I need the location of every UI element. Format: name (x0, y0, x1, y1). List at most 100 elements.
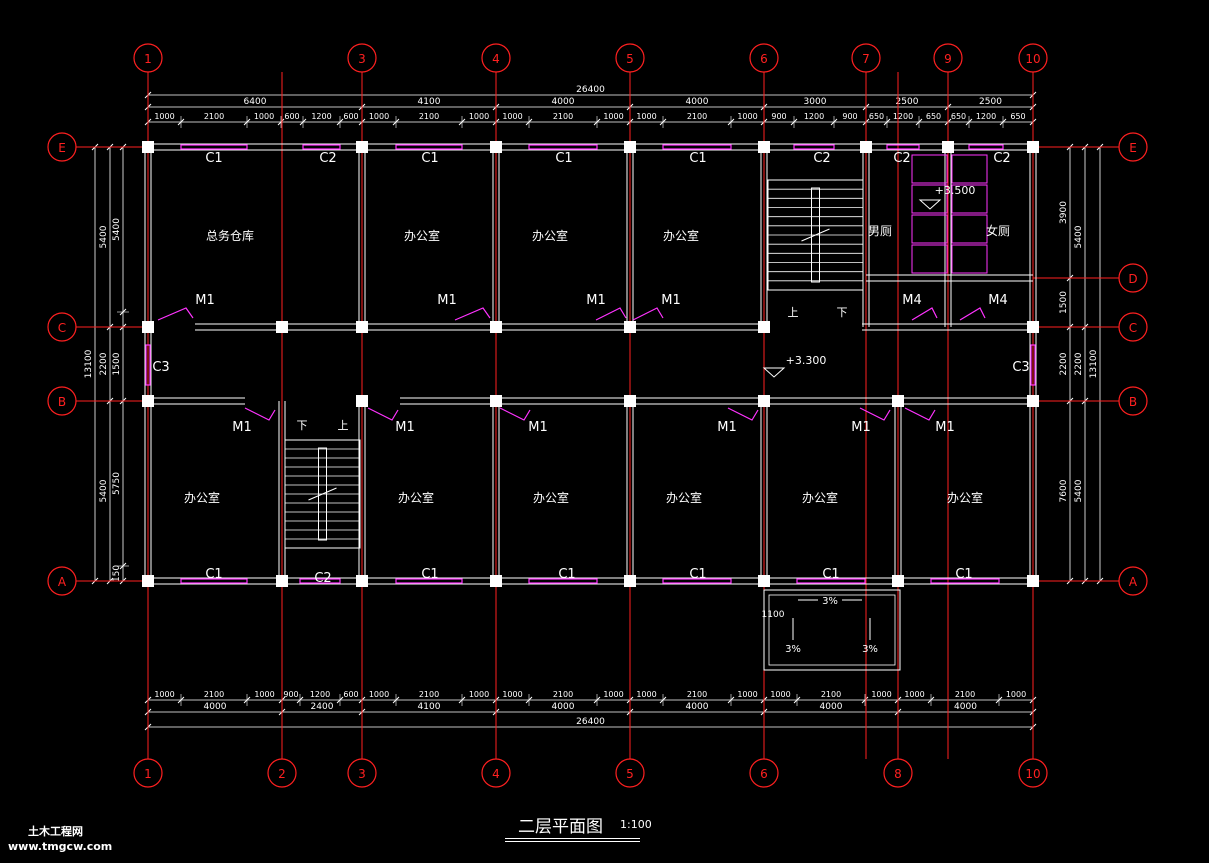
dim-top-detail-text: 650 (926, 112, 941, 121)
column (1027, 395, 1039, 407)
column (490, 321, 502, 333)
window-bottom (662, 578, 732, 584)
room-label-bottom: 办公室 (802, 490, 838, 505)
door-bottom (367, 407, 399, 421)
column (758, 575, 770, 587)
window-label-bottom: C1 (689, 567, 706, 582)
column (490, 395, 502, 407)
column (356, 395, 368, 407)
axis-label-right: A (1129, 575, 1138, 589)
platform-dim-label: 1100 (762, 610, 785, 620)
axis-label-bottom: 5 (626, 767, 634, 781)
room-label-top: 办公室 (663, 228, 699, 243)
column (624, 575, 636, 587)
entrance-platform-inner (768, 594, 896, 666)
window-label-top: C1 (421, 151, 438, 166)
window-top (395, 144, 463, 150)
title-underline-2 (505, 841, 640, 842)
level-label-toilet: +3.500 (935, 184, 976, 197)
dim-left-parts-text: 5400 (99, 225, 109, 248)
axis-label-left: C (58, 321, 66, 335)
axis-label-bottom: 10 (1025, 767, 1040, 781)
dim-bottom-bays-text: 4100 (418, 702, 441, 712)
axis-bubble-left (47, 566, 77, 596)
column (142, 141, 154, 153)
dim-right-detail-text: 3900 (1059, 201, 1069, 224)
dim-bottom-detail-text: 1000 (1006, 690, 1026, 699)
dim-bottom-bays-text: 4000 (204, 702, 227, 712)
window-label-top: C1 (205, 151, 222, 166)
axis-bubble-bottom (1018, 758, 1048, 788)
column (276, 321, 288, 333)
dim-top-detail-text: 1000 (469, 112, 489, 121)
door-label-bottom: M1 (232, 420, 252, 435)
drawing-title: 二层平面图 (518, 817, 603, 837)
column (1027, 141, 1039, 153)
dim-top-detail-text: 1000 (502, 112, 522, 121)
column (490, 141, 502, 153)
axis-label-bottom: 1 (144, 767, 152, 781)
axis-bubble-bottom (749, 758, 779, 788)
axis-bubble-bottom (133, 758, 163, 788)
toilet-stall (911, 154, 948, 184)
dim-top-detail-text: 1000 (737, 112, 757, 121)
column (142, 321, 154, 333)
toilet-stall (951, 244, 988, 274)
column (356, 141, 368, 153)
axis-label-left: A (58, 575, 67, 589)
dim-bottom-bays-text: 2400 (311, 702, 334, 712)
columns (142, 141, 1039, 587)
stair-label-up: 上 (788, 306, 799, 319)
room-label-toilet: 女厕 (986, 223, 1010, 238)
door-top (595, 307, 627, 321)
room-label-bottom: 办公室 (666, 490, 702, 505)
axis-label-right: C (1129, 321, 1137, 335)
dim-bottom-bays-text: 4000 (552, 702, 575, 712)
window-label-bottom: C1 (205, 567, 222, 582)
dim-top-bays-text: 6400 (244, 97, 267, 107)
door-label-top: M1 (195, 293, 215, 308)
column (892, 395, 904, 407)
column (1027, 575, 1039, 587)
axis-label-bottom: 4 (492, 767, 500, 781)
dim-top-detail-text: 600 (284, 112, 299, 121)
watermark-url: www.tmgcw.com (8, 840, 113, 853)
column (276, 575, 288, 587)
dim-bottom-detail-text: 1000 (603, 690, 623, 699)
dim-left-detail-text: 5750 (112, 472, 122, 495)
axis-label-bottom: 2 (278, 767, 286, 781)
dim-bottom-detail-text: 900 (283, 690, 298, 699)
window-top (662, 144, 732, 150)
axis-bubble-left (47, 132, 77, 162)
window-top (886, 144, 920, 150)
stairs-north-well (811, 187, 820, 283)
dim-top-detail-text: 650 (951, 112, 966, 121)
stairs-south-well (318, 447, 327, 541)
dim-bottom-detail-text: 1000 (369, 690, 389, 699)
room-label-bottom: 办公室 (947, 490, 983, 505)
dim-bottom-detail-text: 2100 (553, 690, 573, 699)
walls (144, 143, 1037, 585)
door-label-bottom: M1 (717, 420, 737, 435)
door-label-top: M1 (586, 293, 606, 308)
dim-top-bays-text: 2500 (979, 97, 1002, 107)
watermark-title: 土木工程网 (28, 825, 83, 838)
door-bottom (727, 407, 759, 421)
window-label-corridor: C3 (1012, 360, 1029, 375)
dim-right-parts-text: 5400 (1074, 479, 1084, 502)
toilet-stall (911, 184, 948, 214)
door-bottom (244, 407, 276, 421)
dim-bottom-bays-text: 4000 (820, 702, 843, 712)
window-label-top: C2 (993, 151, 1010, 166)
dim-top-bays-text: 2500 (896, 97, 919, 107)
column (758, 321, 770, 333)
slope-label-top: 3% (822, 596, 838, 607)
dim-top-detail-text: 2100 (687, 112, 707, 121)
column (490, 575, 502, 587)
dim-top-total-text: 26400 (576, 85, 605, 95)
window-bottom (180, 578, 248, 584)
axis-bubble-left (47, 386, 77, 416)
toilet-stall (911, 214, 948, 244)
window-label-bottom: C1 (955, 567, 972, 582)
